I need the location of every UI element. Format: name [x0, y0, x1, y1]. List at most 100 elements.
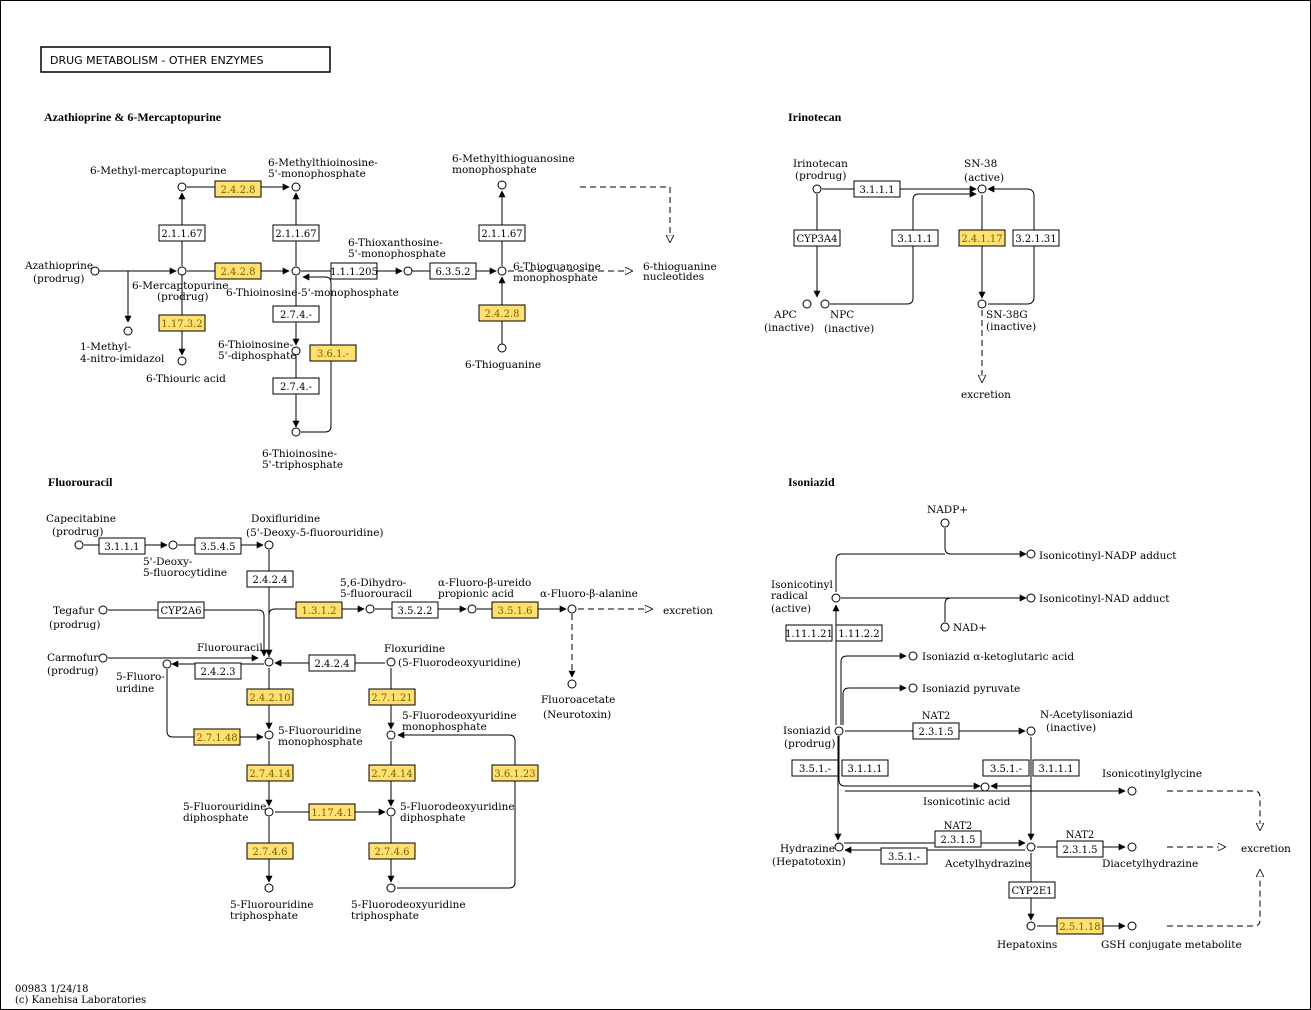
enzyme-f4-box[interactable]: CYP2A6 — [157, 601, 205, 619]
enzyme-f3-box[interactable]: 2.4.2.4 — [246, 570, 294, 588]
enzyme-f11-box[interactable]: 2.7.1.21 — [368, 688, 416, 706]
compound-6-methylthioinosine-monophosphate[interactable] — [291, 182, 301, 192]
compound-capecitabine[interactable] — [74, 540, 84, 550]
compound-fluoro-beta-alanine[interactable] — [567, 604, 577, 614]
compound-6-thioguanosine-monophosphate[interactable] — [497, 266, 507, 276]
compound-hepatoxins[interactable] — [1026, 921, 1036, 931]
enzyme-i3-box[interactable]: 3.1.1.1 — [891, 229, 939, 247]
enzyme-s2-box[interactable]: 1.11.2.2 — [835, 624, 883, 642]
enzyme-f6-box[interactable]: 3.5.2.2 — [391, 601, 439, 619]
compound-tegafur[interactable] — [98, 605, 108, 615]
compound-6-thioinosine-triphosphate[interactable] — [291, 427, 301, 437]
compound-fluorouracil[interactable] — [264, 657, 274, 667]
enzyme-a3-box[interactable]: 2.1.1.67 — [158, 224, 206, 242]
enzyme-f2-box[interactable]: 3.5.4.5 — [194, 537, 242, 555]
compound-hydrazine[interactable] — [834, 842, 844, 852]
enzyme-f18-box[interactable]: 2.7.4.6 — [368, 842, 416, 860]
compound-isoniazid-pyruvate[interactable] — [908, 683, 918, 693]
enzyme-f12-box[interactable]: 2.7.1.48 — [193, 728, 241, 746]
enzyme-a12-box[interactable]: 2.7.4.- — [272, 377, 320, 395]
compound-azathioprine[interactable] — [90, 266, 100, 276]
compound-n-acetylisoniazid[interactable] — [1026, 726, 1036, 736]
enzyme-s9-box[interactable]: NAT2 — [944, 821, 972, 832]
compound-dihydro-5-fluorouracil[interactable] — [365, 604, 375, 614]
compound-sn-38[interactable] — [977, 184, 987, 194]
compound-nadp-plus[interactable] — [940, 518, 950, 528]
compound-5-fluorodeoxyuridine-triphosphate[interactable] — [386, 883, 396, 893]
compound-5-fluorouridine-diphosphate[interactable] — [264, 807, 274, 817]
compound-floxuridine[interactable] — [386, 657, 396, 667]
enzyme-f9-box[interactable]: 2.4.2.4 — [308, 654, 356, 672]
compound-5-fluorouridine[interactable] — [162, 659, 172, 669]
compound-6-thiouric-acid[interactable] — [177, 356, 187, 366]
enzyme-i4-box[interactable]: 2.4.1.17 — [958, 229, 1006, 247]
compound-5-fluorodeoxyuridine-diphosphate[interactable] — [386, 807, 396, 817]
enzyme-s15-box[interactable]: 2.5.1.18 — [1056, 917, 1104, 935]
enzyme-s13-box[interactable]: 2.3.1.5 — [1056, 840, 1104, 858]
compound-5-fluorouridine-monophosphate[interactable] — [264, 730, 274, 740]
compound-6-methyl-mercaptopurine[interactable] — [177, 182, 187, 192]
compound-gsh-conjugate-metabolite[interactable] — [1127, 921, 1137, 931]
enzyme-f1-box[interactable]: 3.1.1.1 — [98, 537, 146, 555]
enzyme-f5-box[interactable]: 1.3.1.2 — [295, 601, 343, 619]
enzyme-f13-box[interactable]: 2.7.4.14 — [246, 764, 294, 782]
enzyme-s3-box[interactable]: NAT2 — [922, 711, 950, 722]
compound-isonicotinic-acid[interactable] — [980, 782, 990, 792]
enzyme-f14-box[interactable]: 2.7.4.14 — [368, 764, 416, 782]
enzyme-f15-box[interactable]: 3.6.1.23 — [491, 764, 539, 782]
compound-apc[interactable] — [802, 299, 812, 309]
enzyme-i1-box[interactable]: 3.1.1.1 — [853, 180, 901, 198]
compound-irinotecan[interactable] — [812, 184, 822, 194]
enzyme-s7-box[interactable]: 3.5.1.- — [982, 759, 1030, 777]
enzyme-a10-box[interactable]: 2.7.4.- — [272, 305, 320, 323]
compound-6-thioguanine[interactable] — [497, 343, 507, 353]
compound-isonicotinyl-radical[interactable] — [831, 593, 841, 603]
enzyme-a4-box[interactable]: 2.1.1.67 — [272, 224, 320, 242]
compound-acetylhydrazine[interactable] — [1026, 842, 1036, 852]
enzyme-a9-box[interactable]: 1.17.3.2 — [158, 314, 206, 332]
enzyme-s4-box[interactable]: 2.3.1.5 — [912, 722, 960, 740]
compound-5-deoxy-5-fluorocytidine[interactable] — [168, 540, 178, 550]
compound-isoniazid[interactable] — [834, 726, 844, 736]
enzyme-a1-box[interactable]: 2.4.2.8 — [214, 180, 262, 198]
compound-6-thioxanthosine-monophosphate[interactable] — [403, 266, 413, 276]
compound-6-thioinosine-diphosphate[interactable] — [291, 346, 301, 356]
enzyme-f10-box[interactable]: 2.4.2.10 — [246, 688, 294, 706]
enzyme-s8-box[interactable]: 3.1.1.1 — [1032, 759, 1080, 777]
enzyme-a11-box[interactable]: 3.6.1.- — [309, 344, 357, 362]
enzyme-a5-box[interactable]: 1.1.1.205 — [330, 262, 378, 280]
enzyme-s10-box[interactable]: 2.3.1.5 — [934, 830, 982, 848]
compound-6-mercaptopurine[interactable] — [177, 266, 187, 276]
enzyme-i5-box[interactable]: 3.2.1.31 — [1012, 229, 1060, 247]
compound-isonicotinyl-nad-adduct[interactable] — [1026, 593, 1036, 603]
compound-fluoroacetate[interactable] — [567, 679, 577, 689]
enzyme-a7-box[interactable]: 2.1.1.67 — [478, 224, 526, 242]
enzyme-s6-box[interactable]: 3.1.1.1 — [841, 759, 889, 777]
compound-6-methylthioguanosine-monophosphate[interactable] — [497, 180, 507, 190]
compound-nad-plus[interactable] — [940, 622, 950, 632]
compound-doxifluridine[interactable] — [264, 540, 274, 550]
enzyme-a6-box[interactable]: 6.3.5.2 — [429, 262, 477, 280]
compound-6-thioinosine-monophosphate[interactable] — [291, 266, 301, 276]
compound-diacetylhydrazine[interactable] — [1127, 842, 1137, 852]
enzyme-s5-box[interactable]: 3.5.1.- — [791, 759, 839, 777]
compound-carmofur[interactable] — [98, 653, 108, 663]
enzyme-a2-box[interactable]: 2.4.2.8 — [214, 262, 262, 280]
enzyme-i2-box[interactable]: CYP3A4 — [793, 229, 841, 247]
compound-npc[interactable] — [820, 299, 830, 309]
compound-isonicotinyl-nadp-adduct[interactable] — [1026, 549, 1036, 559]
compound-sn-38g[interactable] — [977, 299, 987, 309]
enzyme-s14-box[interactable]: CYP2E1 — [1008, 881, 1056, 899]
enzyme-f8-box[interactable]: 2.4.2.3 — [194, 662, 242, 680]
compound-isonicotinylglycine[interactable] — [1127, 786, 1137, 796]
compound-1-methyl-4-nitro-imidazol[interactable] — [123, 326, 133, 336]
enzyme-f16-box[interactable]: 1.17.4.1 — [308, 803, 356, 821]
compound-5-fluorodeoxyuridine-monophosphate[interactable] — [386, 730, 396, 740]
compound-fluoro-ureido-propionic-acid[interactable] — [467, 604, 477, 614]
enzyme-f17-box[interactable]: 2.7.4.6 — [246, 842, 294, 860]
compound-isoniazid-ketoglutaric-acid[interactable] — [908, 651, 918, 661]
enzyme-s12-box[interactable]: NAT2 — [1066, 830, 1094, 841]
compound-5-fluorouridine-triphosphate[interactable] — [264, 883, 274, 893]
enzyme-a8-box[interactable]: 2.4.2.8 — [478, 304, 526, 322]
enzyme-s1-box[interactable]: 1.11.1.21 — [785, 624, 833, 642]
